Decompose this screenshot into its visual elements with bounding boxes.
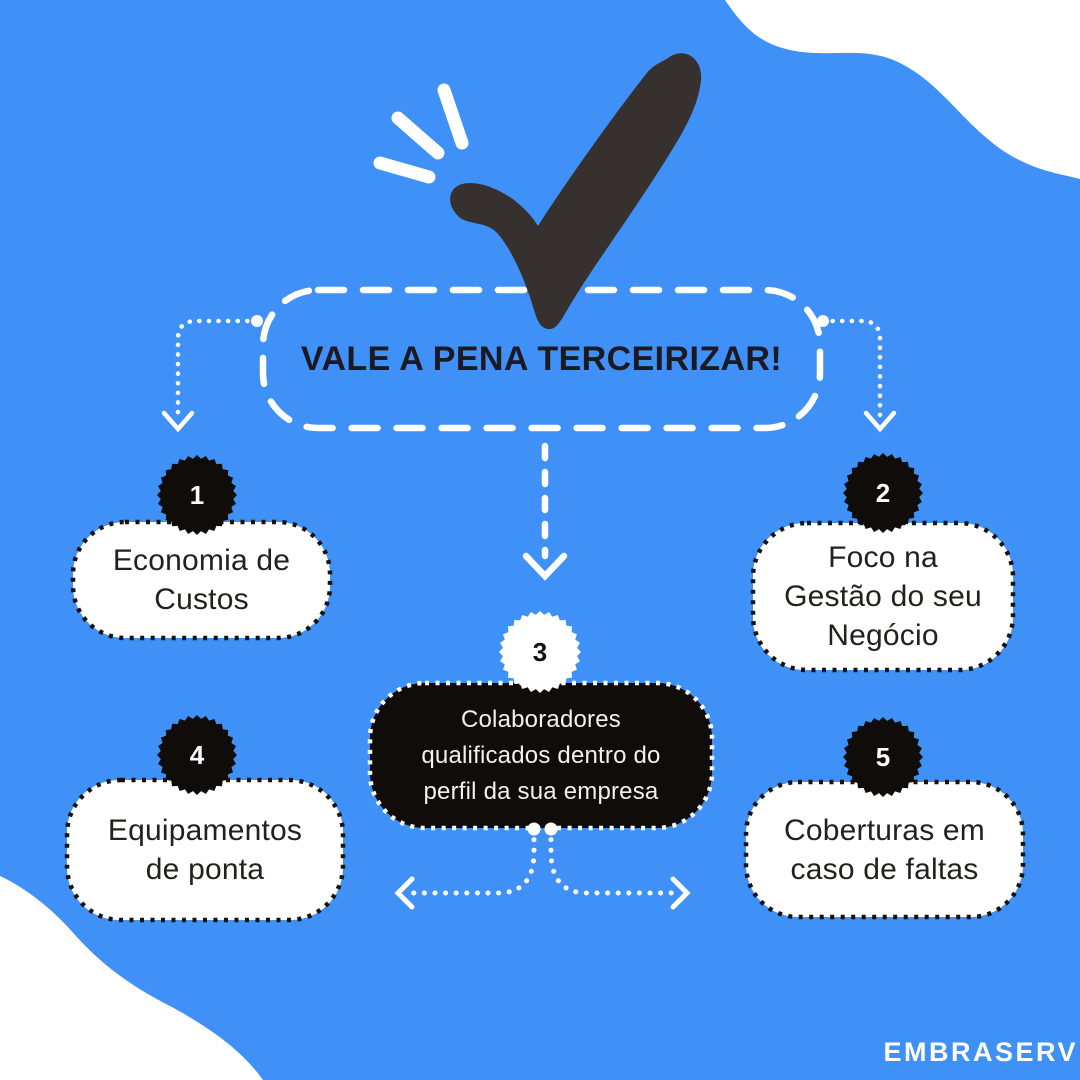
blob-top-right [725,0,1080,179]
node-label: Colaboradores qualificados dentro do per… [421,705,661,805]
badge-number: 2 [875,477,891,508]
badge-number: 4 [189,739,205,770]
title-node: VALE A PENA TERCEIRIZAR! [263,290,820,428]
title-text: VALE A PENA TERCEIRIZAR! [300,339,783,378]
node-foco-na-gestao: Foco na Gestão do seu Negócio [753,523,1013,670]
checkmark-icon [450,53,702,330]
arrow-to-node3 [522,442,568,581]
node-coberturas-faltas: Coberturas em caso de faltas [746,782,1023,917]
node-label: Foco na Gestão do seu Negócio [784,541,982,652]
badge-number: 3 [532,636,548,667]
badge-3: 3 [499,611,581,693]
sparkle-icon [373,83,469,184]
node-label: Coberturas em caso de faltas [783,813,985,886]
arrow-to-node1 [161,315,263,433]
node-label: Economia de Custos [112,544,291,616]
node-colaboradores-qualificados: Colaboradores qualificados dentro do per… [370,683,712,828]
node-label: Equipamentos de ponta [107,814,303,886]
node-equipamentos-de-ponta: Equipamentos de ponta [67,780,343,920]
arrow-node3-left [394,822,541,910]
arrow-to-node2 [817,315,897,433]
arrow-node3-right [544,822,691,910]
badge-number: 1 [189,479,205,510]
badge-2: 2 [843,453,923,533]
brand-text: EMBRASERV [883,1037,1078,1067]
node-economia-de-custos: Economia de Custos [73,522,330,638]
badge-number: 5 [875,741,891,772]
